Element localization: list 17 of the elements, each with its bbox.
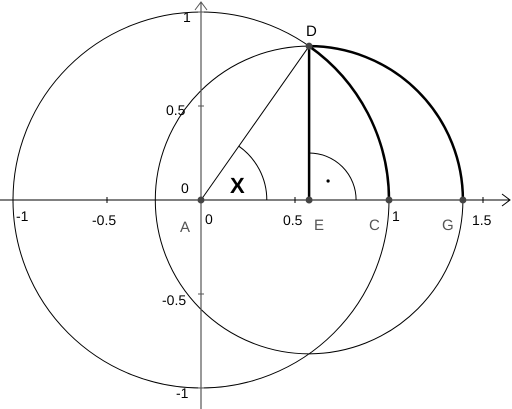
- point-label: A: [180, 220, 190, 236]
- tick-label: 0.5: [166, 102, 186, 118]
- angle-label: X: [230, 174, 245, 198]
- tick-label: 0: [181, 180, 189, 196]
- tick-label: -1: [176, 385, 188, 401]
- tick-label: 1: [392, 208, 400, 224]
- tick-label: 0.5: [283, 212, 302, 228]
- tick-label: 0: [205, 211, 213, 227]
- point-label: D: [306, 24, 317, 40]
- point-label: C: [369, 218, 380, 234]
- tick-label: -1: [16, 208, 28, 224]
- point-label: G: [442, 218, 454, 234]
- tick-label: -0.5: [162, 292, 186, 308]
- tick-label: 1: [183, 9, 191, 25]
- tick-label: 1.5: [472, 212, 492, 228]
- tick-label: -0.5: [92, 212, 116, 228]
- point-label: E: [314, 218, 324, 234]
